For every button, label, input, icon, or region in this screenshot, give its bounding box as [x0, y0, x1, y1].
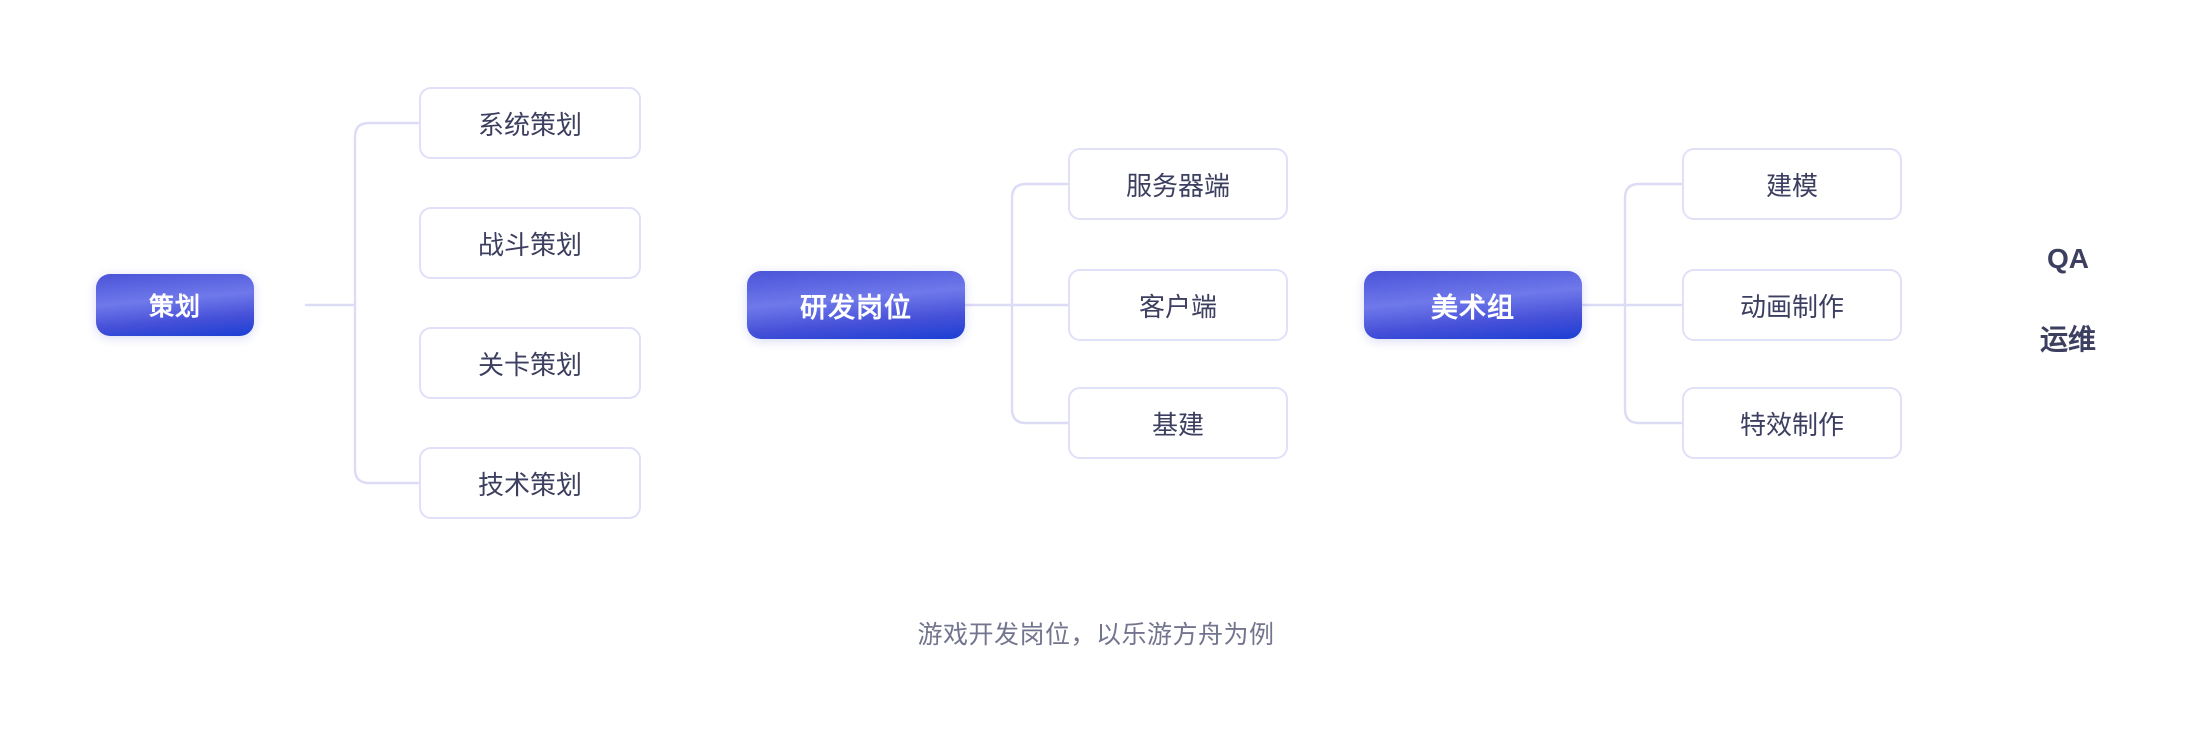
root-node-art-label: 美术组 [1431, 292, 1515, 323]
leaf-node-vfx[interactable]: 特效制作 [1682, 387, 1902, 459]
leaf-node-client-side-label: 客户端 [1138, 291, 1217, 322]
root-node-rnd[interactable]: 研发岗位 [747, 271, 965, 339]
chart-caption: 游戏开发岗位，以乐游方舟为例 [917, 621, 1275, 649]
root-node-planning-label: 策划 [148, 293, 201, 321]
leaf-node-client-side[interactable]: 客户端 [1068, 269, 1288, 341]
leaf-node-level-planning-label: 关卡策划 [477, 349, 582, 380]
connector-planning-leaf-4 [353, 303, 421, 485]
leaf-node-modeling-label: 建模 [1765, 170, 1818, 201]
leaf-node-tech-planning-label: 技术策划 [477, 469, 582, 500]
connector-art-leaf-3 [1623, 303, 1684, 425]
leaf-node-server-side[interactable]: 服务器端 [1068, 148, 1288, 220]
label-qa-text: QA [2047, 243, 2089, 274]
label-qa: QA [2018, 243, 2118, 275]
leaf-node-tech-planning[interactable]: 技术策划 [419, 447, 641, 519]
connector-planning-leaf-1 [353, 121, 421, 307]
leaf-node-combat-planning[interactable]: 战斗策划 [419, 207, 641, 279]
leaf-node-infrastructure[interactable]: 基建 [1068, 387, 1288, 459]
connector-art-leaf-1 [1623, 182, 1684, 307]
leaf-node-animation-label: 动画制作 [1739, 291, 1844, 322]
root-node-planning[interactable]: 策划 [96, 274, 254, 336]
leaf-node-server-side-label: 服务器端 [1125, 170, 1230, 201]
leaf-node-combat-planning-label: 战斗策划 [477, 229, 582, 260]
connector-rnd-leaf-1 [1010, 182, 1070, 307]
root-node-art[interactable]: 美术组 [1364, 271, 1582, 339]
leaf-node-modeling[interactable]: 建模 [1682, 148, 1902, 220]
leaf-node-system-planning-label: 系统策划 [477, 109, 582, 140]
leaf-node-level-planning[interactable]: 关卡策划 [419, 327, 641, 399]
leaf-node-vfx-label: 特效制作 [1739, 409, 1844, 440]
leaf-node-system-planning[interactable]: 系统策划 [419, 87, 641, 159]
label-ops-text: 运维 [2039, 324, 2096, 355]
connector-rnd-leaf-3 [1010, 303, 1070, 425]
label-ops: 运维 [2018, 318, 2118, 358]
root-node-rnd-label: 研发岗位 [800, 292, 912, 323]
leaf-node-infrastructure-label: 基建 [1151, 409, 1204, 440]
leaf-node-animation[interactable]: 动画制作 [1682, 269, 1902, 341]
